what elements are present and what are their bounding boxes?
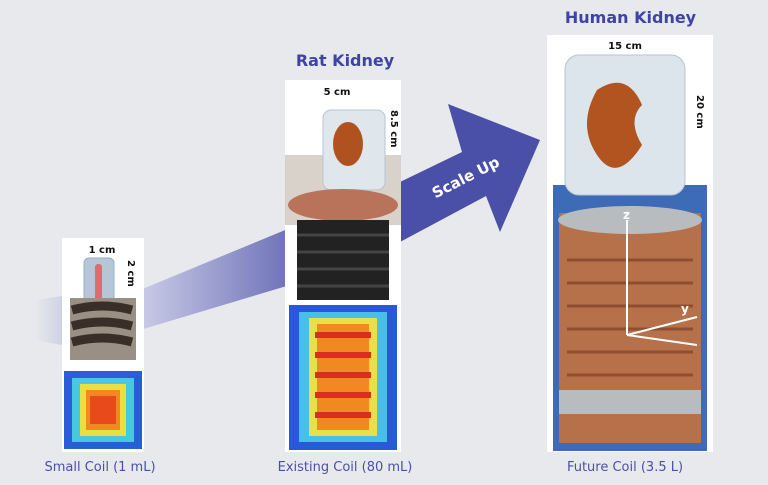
small-coil-panel: 1 cm 2 cm [62, 238, 144, 452]
width-dimension: 15 cm [608, 41, 642, 52]
band-shadow [35, 296, 62, 345]
height-dimension: 8.5 cm [388, 110, 399, 148]
rat-kidney-image [333, 122, 363, 166]
rat-kidney-title: Rat Kidney [295, 51, 395, 70]
future-coil-panel: 15 cm 20 cm z y [547, 35, 713, 452]
height-dimension: 20 cm [694, 95, 705, 129]
height-dimension: 2 cm [125, 260, 136, 287]
human-kidney-image [587, 82, 642, 168]
coil-photo [297, 220, 389, 300]
existing-coil-panel: 5 cm 8.5 cm [285, 80, 401, 452]
human-kidney-title: Human Kidney [564, 8, 697, 27]
future-coil-caption: Future Coil (3.5 L) [566, 460, 684, 475]
progress-band [140, 228, 290, 330]
width-dimension: 1 cm [89, 245, 116, 256]
y-axis-label: y [681, 302, 689, 316]
width-dimension: 5 cm [324, 87, 351, 98]
z-axis-label: z [623, 208, 630, 222]
small-coil-caption: Small Coil (1 mL) [44, 460, 156, 475]
existing-coil-caption: Existing Coil (80 mL) [277, 460, 413, 475]
arrow-shape [400, 104, 540, 242]
coil-render [558, 206, 702, 443]
